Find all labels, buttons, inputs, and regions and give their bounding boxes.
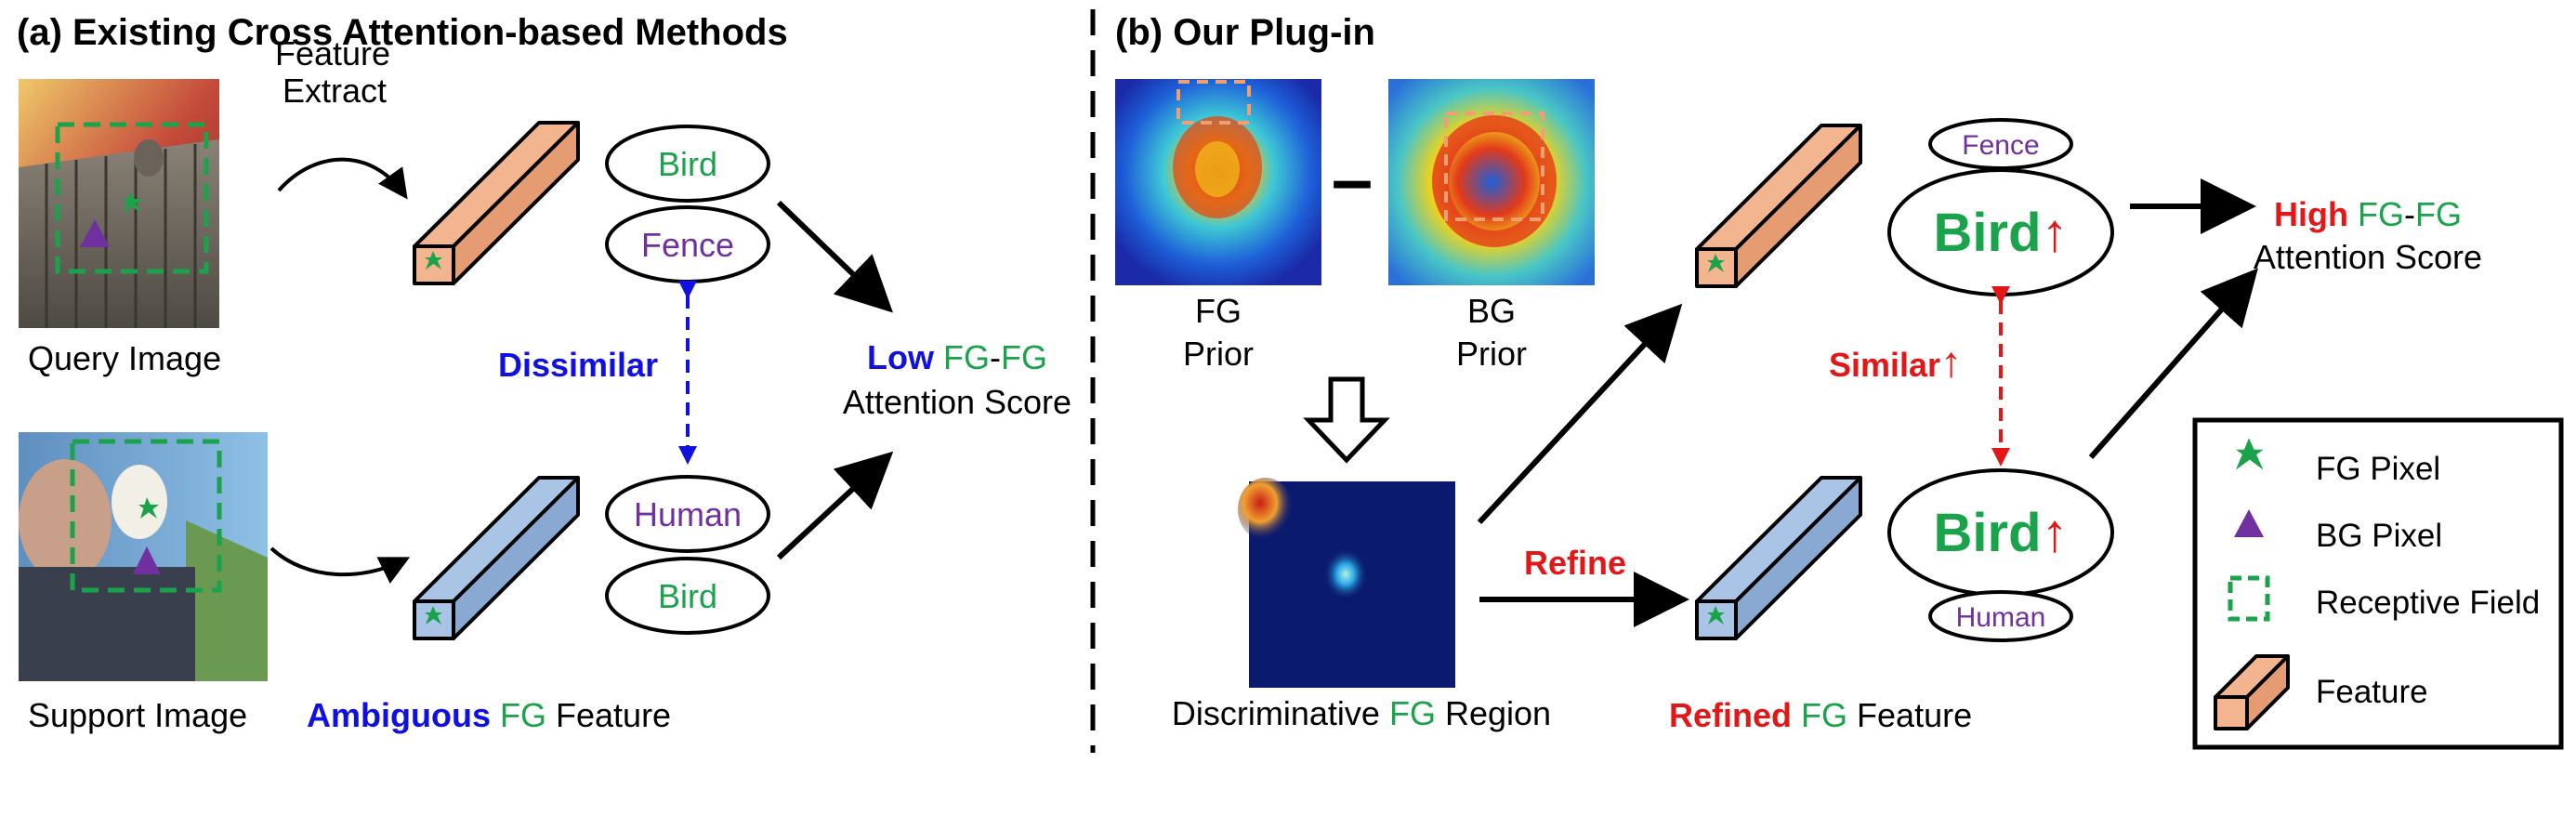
query-feature-cube bbox=[413, 121, 580, 285]
dissimilar-label: Dissimilar bbox=[498, 346, 658, 384]
query-feature-star-icon bbox=[425, 251, 442, 270]
fg-prior-label-2: Prior bbox=[1183, 335, 1254, 373]
support-triangle-icon bbox=[133, 546, 161, 574]
discriminative-fg-region-label: Discriminative FG Region bbox=[1172, 694, 1551, 732]
svg-text:Fence: Fence bbox=[1962, 130, 2039, 161]
region-to-query-feature-arrow bbox=[1477, 303, 1683, 525]
bg-prior-heatmap bbox=[1388, 79, 1595, 285]
svg-text:Human: Human bbox=[634, 495, 742, 533]
high-score-line-2: Attention Score bbox=[2254, 238, 2482, 276]
support-feature-cube bbox=[413, 476, 580, 640]
svg-text:Bird↑: Bird↑ bbox=[1934, 203, 2069, 263]
query-image bbox=[19, 79, 219, 328]
panel-a-title: (a) Existing Cross Attention-based Metho… bbox=[17, 12, 788, 53]
panel-b-title: (b) Our Plug-in bbox=[1115, 12, 1375, 53]
support-class-bird: Bird bbox=[605, 557, 770, 635]
refined-fg-feature-label: Refined FG Feature bbox=[1669, 696, 1972, 734]
low-score-line-2: Attention Score bbox=[843, 383, 1071, 421]
legend: FG Pixel BG Pixel Receptive Field Featur… bbox=[2192, 417, 2564, 750]
legend-star-icon bbox=[2236, 438, 2264, 470]
similar-label: Similar↑ bbox=[1829, 337, 1962, 386]
query-image-label: Query Image bbox=[28, 339, 221, 377]
legend-feature: Feature bbox=[2316, 674, 2428, 710]
support-feature-star-icon bbox=[425, 606, 442, 625]
support-to-high-score-arrow bbox=[2088, 268, 2258, 459]
low-score-line-1: Low FG-FG bbox=[867, 338, 1047, 376]
support-to-score-arrow bbox=[776, 451, 894, 560]
bg-pixel-triangle-icon bbox=[80, 219, 110, 247]
query-to-score-arrow bbox=[776, 200, 893, 313]
refined-support-star-icon bbox=[1707, 606, 1725, 625]
support-star-icon bbox=[138, 497, 159, 519]
high-score-line-1: High FG-FG bbox=[2274, 195, 2462, 233]
svg-text:Bird: Bird bbox=[658, 145, 717, 183]
refined-query-star-icon bbox=[1707, 254, 1725, 272]
query-class-bird-big: Bird↑ bbox=[1887, 168, 2114, 296]
svg-text:Bird: Bird bbox=[658, 577, 717, 615]
svg-text:Fence: Fence bbox=[641, 226, 734, 264]
hollow-down-arrow bbox=[1303, 376, 1390, 464]
legend-triangle-icon bbox=[2234, 509, 2264, 537]
svg-text:Human: Human bbox=[1956, 602, 2046, 633]
fg-prior-heatmap bbox=[1115, 79, 1321, 285]
refine-label: Refine bbox=[1524, 544, 1626, 582]
minus-sign: – bbox=[1332, 138, 1373, 220]
fg-prior-label-1: FG bbox=[1195, 292, 1242, 330]
support-class-bird-big: Bird↑ bbox=[1887, 468, 2114, 597]
refined-support-feature-cube bbox=[1695, 476, 1862, 640]
feature-extract-label-1: Feature bbox=[275, 34, 390, 72]
support-image-label: Support Image bbox=[28, 696, 247, 734]
query-class-fence: Fence bbox=[605, 205, 770, 283]
ambiguous-fg-feature-label: Ambiguous FG Feature bbox=[307, 696, 671, 734]
discriminative-region-heatmap bbox=[1238, 478, 1455, 688]
bg-prior-label-1: BG bbox=[1467, 292, 1516, 330]
support-class-human: Human bbox=[605, 475, 770, 553]
query-class-bird: Bird bbox=[605, 125, 770, 203]
feature-extract-label-2: Extract bbox=[283, 72, 387, 110]
fg-pixel-star-icon bbox=[122, 191, 142, 213]
legend-feature-cube-icon bbox=[2214, 654, 2290, 730]
bg-prior-label-2: Prior bbox=[1456, 335, 1527, 373]
legend-receptive-field: Receptive Field bbox=[2316, 585, 2540, 621]
feature-extract-arrow bbox=[277, 157, 408, 200]
legend-fg-pixel: FG Pixel bbox=[2316, 451, 2440, 487]
refined-query-feature-cube bbox=[1695, 124, 1862, 288]
support-image bbox=[19, 432, 268, 681]
legend-receptive-field-icon bbox=[2228, 575, 2270, 622]
support-class-human-small: Human bbox=[1928, 590, 2073, 642]
svg-text:Bird↑: Bird↑ bbox=[1934, 503, 2069, 563]
legend-bg-pixel: BG Pixel bbox=[2316, 518, 2442, 554]
query-class-fence-small: Fence bbox=[1928, 118, 2073, 170]
support-extract-arrow bbox=[269, 546, 411, 585]
